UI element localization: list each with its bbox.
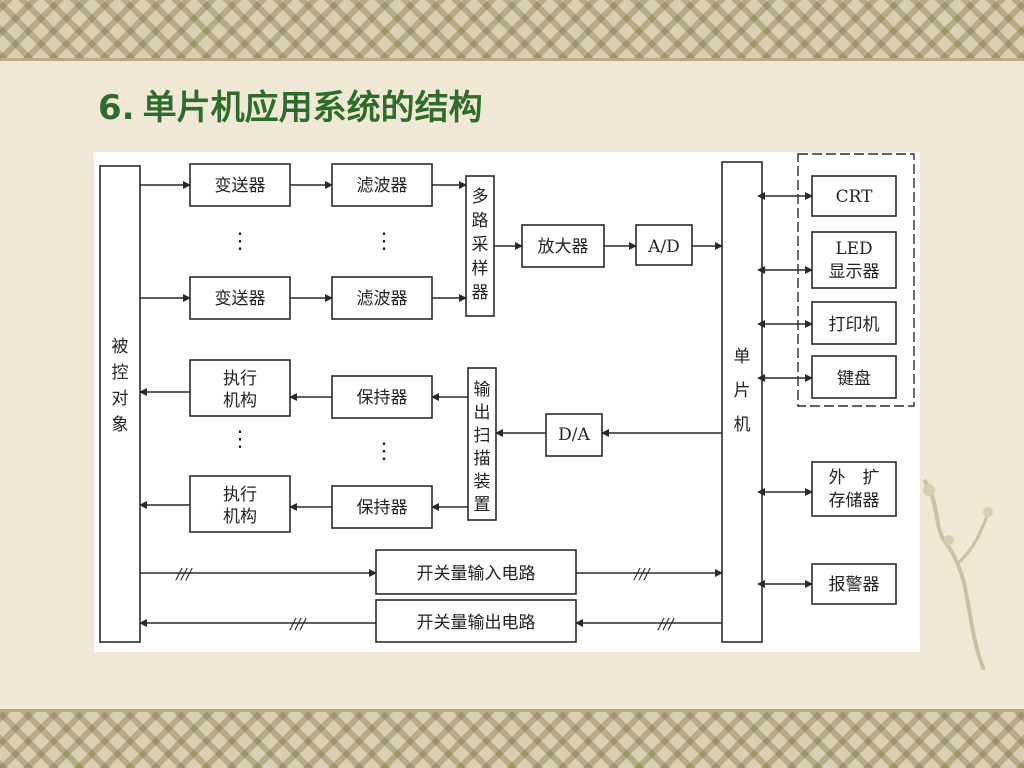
switch-input-label: 开关量输入电路	[417, 564, 536, 584]
external-storage-box	[811, 461, 897, 517]
ellipsis-transmitter-top: ⋮	[229, 229, 251, 254]
filter-bottom-box	[331, 276, 433, 320]
output-scan-box	[467, 367, 497, 521]
keyboard-label: 键盘	[837, 369, 871, 389]
plum-branch-decoration	[922, 478, 993, 670]
crt-box	[811, 175, 897, 217]
title-text: 单片机应用系统的结构	[142, 88, 483, 128]
bottom-border-line	[0, 709, 1024, 712]
controlled-object-label-char: 对	[112, 389, 129, 409]
printer-label: 打印机	[829, 315, 880, 335]
switch-output-box	[375, 599, 577, 643]
output-scan-label-char: 出	[474, 403, 491, 423]
transmitter-bottom-box	[189, 276, 291, 320]
transmitter-top-label: 变送器	[215, 176, 266, 196]
multiplex-sampler-label-char: 采	[472, 235, 489, 255]
ellipsis-actuator: ⋮	[229, 427, 251, 452]
mcu-label-char: 单	[734, 347, 751, 367]
multiplex-sampler-box	[465, 175, 495, 317]
ellipsis-holder: ⋮	[373, 439, 395, 464]
bus-mark-output-right: ///	[656, 615, 675, 633]
amplifier-label: 放大器	[538, 237, 589, 257]
mcu-box	[721, 161, 763, 643]
ellipsis-filter-top: ⋮	[373, 229, 395, 254]
mcu-label: 单片机	[734, 347, 751, 435]
led-label-line2: 显示器	[829, 262, 880, 282]
transmitter-top-box	[189, 163, 291, 207]
controlled-object-label-char: 控	[112, 363, 129, 383]
output-scan-label-char: 描	[474, 449, 491, 469]
storage-label-line1: 外 扩	[829, 468, 880, 488]
adc-box	[635, 224, 693, 266]
actuator-bottom-label-line1: 执行	[223, 485, 257, 505]
system-structure-diagram: 变送器 变送器 滤波器 滤波器 放大器 A/D 保持器 保持器 D/A 开关量输…	[94, 152, 920, 652]
dac-box	[545, 413, 603, 457]
bus-mark-output-left: ///	[288, 615, 307, 633]
storage-label-line2: 存储器	[829, 491, 880, 511]
switch-output-label: 开关量输出电路	[417, 613, 536, 633]
led-label-line1: LED	[835, 239, 872, 259]
actuator-top-label-line1: 执行	[223, 369, 257, 389]
switch-input-box	[375, 549, 577, 595]
holder-top-label: 保持器	[357, 388, 408, 408]
multiplex-sampler-label-char: 器	[472, 283, 489, 303]
holder-bottom-label: 保持器	[357, 498, 408, 518]
bus-mark-input-right: ///	[632, 565, 651, 583]
controlled-object-box	[99, 165, 141, 643]
slide-title: 6.单片机应用系统的结构	[98, 80, 483, 129]
top-border-line	[0, 58, 1024, 61]
output-scan-label-char: 输	[474, 380, 491, 400]
transmitter-bottom-label: 变送器	[215, 289, 266, 309]
holder-top-box	[331, 375, 433, 419]
keyboard-box	[811, 355, 897, 399]
output-scan-label-char: 扫	[474, 426, 491, 446]
led-display-box	[811, 231, 897, 289]
bus-mark-input-left: ///	[174, 565, 193, 583]
alarm-box	[811, 563, 897, 605]
controlled-object-label-char: 被	[112, 337, 129, 357]
dac-label: D/A	[558, 425, 590, 445]
actuator-top-box	[189, 359, 291, 417]
crt-label: CRT	[836, 187, 874, 207]
mcu-label-char: 片	[734, 381, 751, 401]
filter-top-label: 滤波器	[357, 176, 408, 196]
filter-bottom-label: 滤波器	[357, 289, 408, 309]
multiplex-sampler-label-char: 多	[472, 187, 489, 207]
output-scan-label-char: 置	[474, 495, 491, 515]
actuator-top-label-line2: 机构	[223, 391, 257, 411]
peripheral-group-border	[797, 153, 915, 407]
title-number: 6.	[98, 88, 135, 128]
mcu-label-char: 机	[734, 415, 751, 435]
actuator-bottom-label-line2: 机构	[223, 507, 257, 527]
printer-box	[811, 301, 897, 345]
block-diagram-svg: 变送器 变送器 滤波器 滤波器 放大器 A/D 保持器 保持器 D/A 开关量输…	[99, 153, 915, 643]
controlled-object-label-char: 象	[112, 415, 129, 435]
adc-label: A/D	[647, 237, 680, 257]
multiplex-sampler-label-char: 样	[472, 259, 489, 279]
multiplex-sampler-label-char: 路	[472, 211, 489, 231]
decorative-top-border	[0, 0, 1024, 58]
decorative-bottom-border	[0, 712, 1024, 768]
alarm-label: 报警器	[829, 575, 880, 595]
output-scan-label-char: 装	[474, 472, 491, 492]
